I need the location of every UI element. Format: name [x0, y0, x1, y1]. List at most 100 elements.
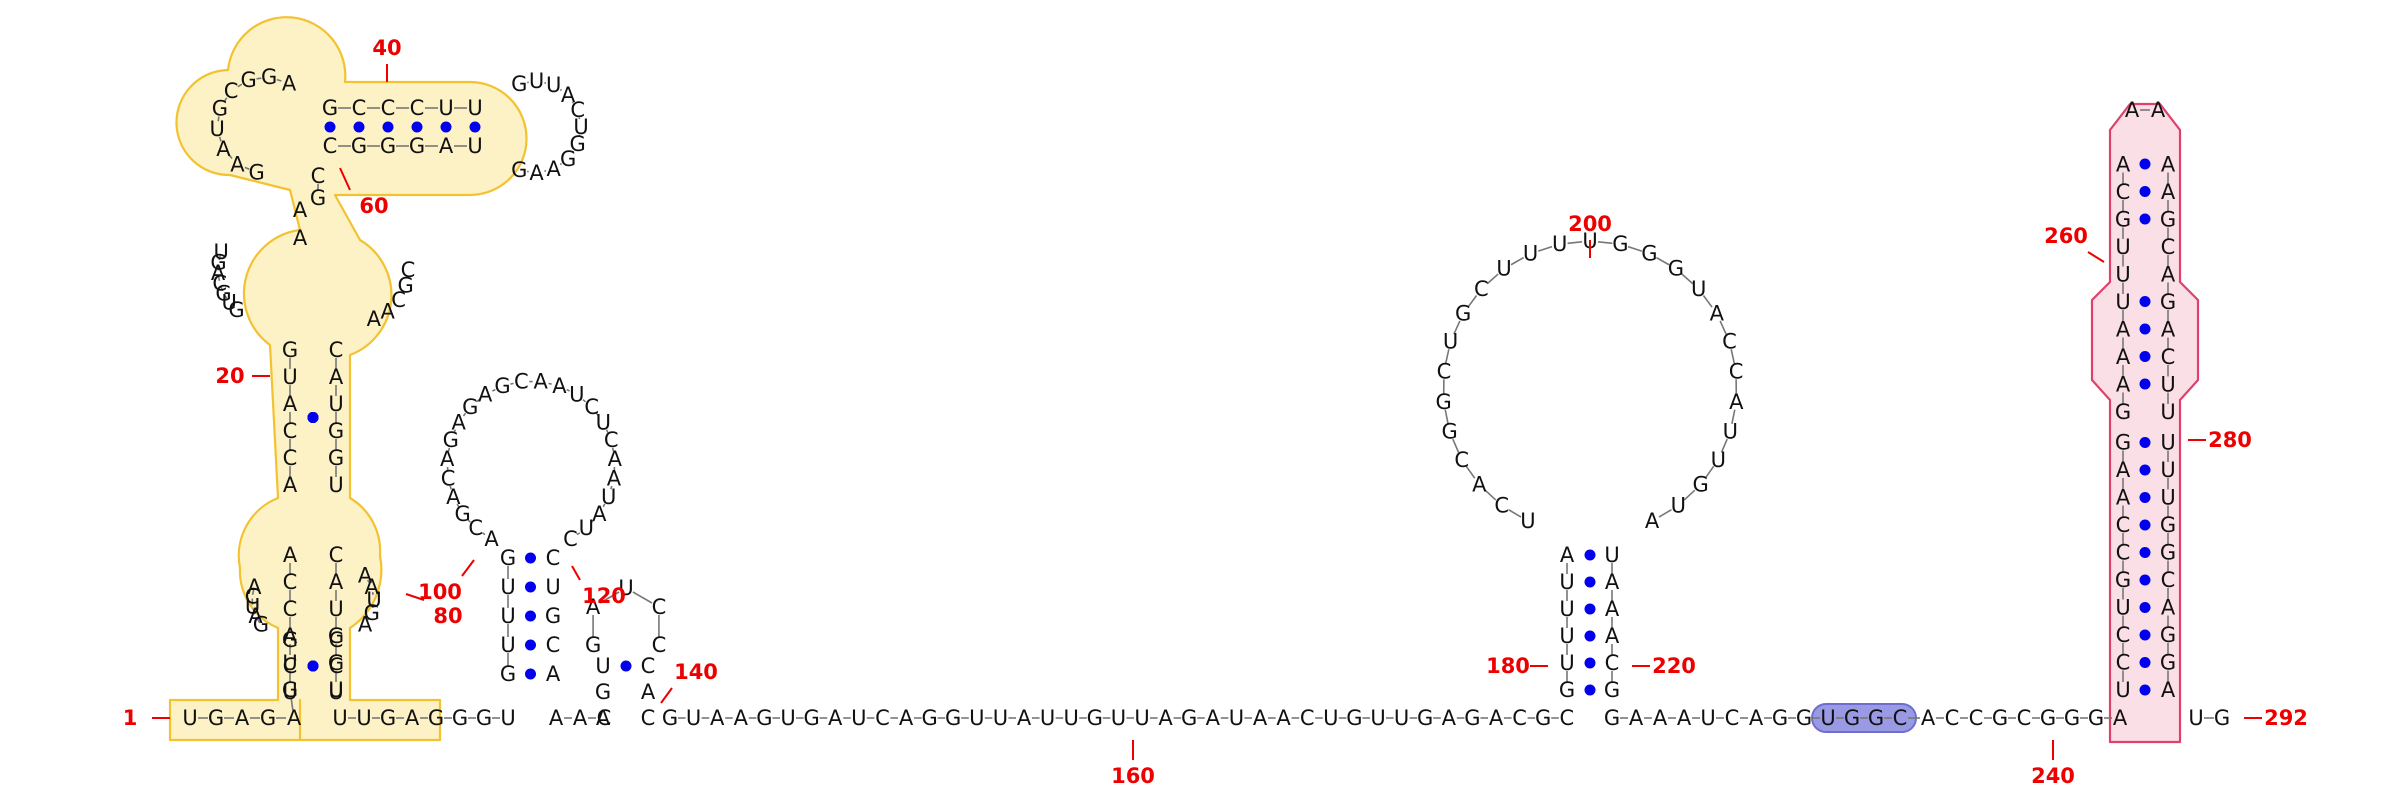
loop-nucleotide: C — [212, 271, 227, 295]
stem-nucleotide: A — [2116, 153, 2131, 177]
base-pair-dot — [2139, 323, 2151, 335]
loop-nucleotide: C — [311, 164, 326, 188]
loop-nucleotide: A — [446, 485, 461, 509]
base-pairs — [307, 121, 2151, 696]
stem-nucleotide: A — [546, 662, 561, 686]
loop-nucleotide: U — [366, 588, 381, 612]
loop-nucleotide: G — [1668, 257, 1684, 281]
backbone-link — [224, 295, 229, 301]
stem-nucleotide: A — [1605, 624, 1620, 648]
baseline-nucleotide: G — [1604, 706, 1620, 730]
loop-nucleotide: U — [245, 595, 260, 619]
backbone-link — [1452, 438, 1460, 453]
baseline-nucleotide: U — [1064, 706, 1079, 730]
baseline-nucleotide: G — [662, 706, 678, 730]
backbone-link — [1444, 409, 1449, 425]
stem-nucleotide: A — [1560, 543, 1575, 567]
base-pair-dot — [1584, 684, 1596, 696]
baseline-nucleotide: G — [756, 706, 772, 730]
baseline-nucleotide: G — [945, 706, 961, 730]
baseline-nucleotide: U — [969, 706, 984, 730]
number-tick — [339, 167, 351, 191]
loop-nucleotide: A — [440, 447, 455, 471]
base-pair-dot — [2139, 547, 2151, 558]
backbone-link — [1683, 489, 1696, 501]
base-pair-dot — [2139, 296, 2151, 307]
base-pair-dot — [2139, 684, 2151, 696]
baseline-nucleotide: G — [1796, 706, 1812, 730]
stem-nucleotide: G — [322, 96, 338, 120]
baseline-nucleotide: U — [686, 706, 701, 730]
backbone-link — [602, 503, 606, 508]
baseline-nucleotide: C — [1300, 706, 1315, 730]
baseline-nucleotide: G — [452, 706, 468, 730]
stem-nucleotide: U — [1604, 543, 1619, 567]
loop-nucleotide: C — [1454, 448, 1469, 472]
backbone-link — [599, 591, 620, 604]
baseline-nucleotide: U — [1229, 706, 1244, 730]
loop-nucleotide: A — [592, 502, 607, 526]
stem-nucleotide: C — [641, 706, 656, 730]
loop-nucleotide: G — [570, 132, 586, 156]
loop-nucleotide: G — [455, 502, 471, 526]
loop-nucleotide: A — [2125, 98, 2140, 122]
baseline-nucleotide: A — [710, 706, 725, 730]
stem-nucleotide: C — [546, 633, 561, 657]
pink-highlight — [2090, 102, 2200, 744]
base-pair-dot — [353, 121, 365, 133]
baseline-nucleotide: G — [2088, 706, 2104, 730]
stem-nucleotide: A — [2116, 486, 2131, 510]
backbone-link — [582, 399, 587, 403]
loop-nucleotide: A — [1645, 509, 1660, 533]
loop-nucleotide: A — [547, 157, 562, 181]
backbone-link — [462, 412, 467, 417]
loop-nucleotide: C — [652, 595, 667, 619]
loop-nucleotide: A — [484, 527, 499, 551]
stem-nucleotide: U — [282, 680, 297, 704]
base-pair-dot — [2139, 186, 2151, 197]
stem-nucleotide: A — [283, 392, 298, 416]
baseline-nucleotide: U — [993, 706, 1008, 730]
loop-nucleotide: G — [443, 428, 459, 452]
loop-nucleotide: G — [215, 281, 231, 305]
stem-nucleotide: U — [2115, 263, 2130, 287]
backbone-link — [559, 88, 562, 92]
stem-nucleotide: A — [2161, 678, 2176, 702]
loop-nucleotide: A — [282, 71, 297, 95]
backbone-link — [1720, 438, 1728, 453]
loop-nucleotide: U — [1443, 329, 1458, 353]
loop-nucleotide: G — [212, 97, 228, 121]
backbone-link — [632, 591, 653, 604]
backbone-link — [219, 285, 224, 292]
backbone-link — [492, 388, 496, 392]
baseline-nucleotide: G — [2214, 706, 2230, 730]
stem-nucleotide: G — [500, 546, 516, 570]
loop-nucleotide: A — [358, 564, 373, 588]
base-pair-dot — [2139, 213, 2151, 225]
baseline-nucleotide: U — [182, 706, 197, 730]
loop-nucleotide: U — [529, 69, 544, 93]
backbone-link — [217, 275, 221, 282]
loop-nucleotide: C — [563, 527, 578, 551]
base-pair-dot — [469, 121, 481, 133]
loop-nucleotide: U — [1711, 448, 1726, 472]
loop-nucleotide: C — [1474, 277, 1489, 301]
yellow-highlight — [168, 16, 528, 742]
base-pair-dot — [2139, 629, 2151, 641]
baseline-nucleotide: C — [875, 706, 890, 730]
baseline-nucleotide: G — [1992, 706, 2008, 730]
baseline-nucleotide: G — [1535, 706, 1551, 730]
backbone-link — [1730, 349, 1736, 364]
base-pair-dot — [307, 412, 319, 423]
loop-nucleotide: A — [248, 604, 263, 628]
stem-nucleotide: A — [439, 134, 454, 158]
loop-nucleotide: G — [560, 147, 576, 171]
baseline-nucleotide: A — [287, 706, 302, 730]
baseline-nucleotide: G — [428, 706, 444, 730]
stem-nucleotide: U — [2160, 458, 2175, 482]
base-pair-dot — [525, 639, 536, 651]
baseline-nucleotide: U — [1323, 706, 1338, 730]
highlight-regions — [168, 16, 2200, 744]
backbone-link — [1567, 241, 1583, 245]
